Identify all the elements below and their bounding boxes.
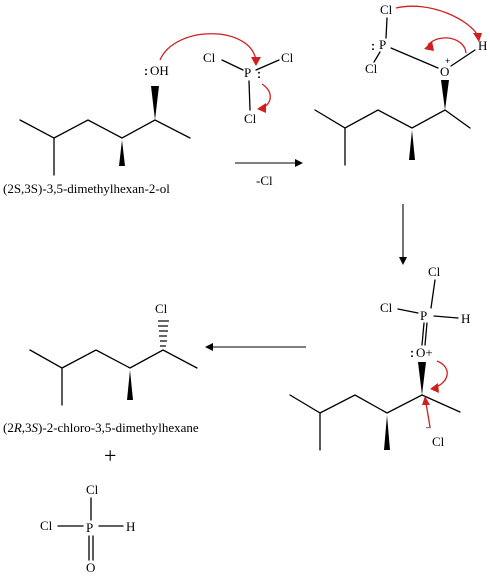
arrow-p-cl-head bbox=[257, 103, 266, 113]
p-cl-bond-b bbox=[255, 59, 280, 71]
plus-sign: + bbox=[104, 443, 116, 468]
p-cl-bond-c bbox=[248, 80, 251, 111]
phosphonic-dichloride: Cl Cl P H O bbox=[40, 482, 135, 575]
pcl3-molecule: Cl P : Cl Cl bbox=[203, 50, 294, 126]
int2-o-plus: O+ bbox=[416, 345, 433, 360]
arrow-p-cl-to-cl bbox=[261, 83, 271, 109]
byprod-o: O bbox=[86, 560, 95, 575]
int1-cl-top: Cl bbox=[380, 2, 393, 17]
wedge-methyl-2 bbox=[409, 130, 415, 160]
wedge-o-2 bbox=[441, 80, 449, 110]
reaction-arrow-2 bbox=[399, 204, 407, 265]
wedge-methyl-1 bbox=[119, 140, 125, 166]
reactant-name: (2S,3S)-3,5-dimethylhexan-2-ol bbox=[3, 181, 170, 196]
product-cl: Cl bbox=[155, 301, 168, 316]
arrow-o-to-p bbox=[159, 33, 257, 61]
arrow-o-to-p-head bbox=[251, 57, 261, 66]
chloride-charge: – bbox=[426, 422, 431, 432]
lone-pair-oh: : bbox=[144, 64, 148, 78]
p-cl-bond-a bbox=[221, 59, 244, 71]
pcl3-cl-bottom: Cl bbox=[244, 111, 257, 126]
chloride-product: Cl bbox=[29, 301, 198, 406]
int2-cl-left: Cl bbox=[380, 300, 393, 315]
int1-o: O bbox=[440, 64, 449, 79]
int1-p: P bbox=[379, 37, 386, 52]
chloride-ion: Cl bbox=[432, 434, 445, 449]
electron-arrows-step2 bbox=[395, 5, 482, 54]
phosphite-intermediate: Cl Cl P H : O+ Cl – bbox=[289, 264, 470, 451]
wedge-oh-1 bbox=[151, 86, 159, 120]
chain-bonds-1 bbox=[53, 119, 191, 139]
byprod-h: H bbox=[126, 519, 135, 534]
pcl3-p: P bbox=[244, 65, 251, 80]
hashed-bond-cl bbox=[158, 320, 169, 347]
pcl3-cl-left: Cl bbox=[203, 50, 216, 65]
byprod-cl-top: Cl bbox=[86, 482, 99, 497]
product-name: (2R,3S)-2-chloro-3,5-dimethylhexane bbox=[3, 420, 199, 435]
int2-h: H bbox=[461, 311, 470, 326]
int1-cl-left: Cl bbox=[365, 61, 378, 76]
electron-arrows-step1 bbox=[159, 33, 271, 113]
byprod-cl-left: Cl bbox=[40, 518, 53, 533]
alcohol-molecule: : OH bbox=[19, 63, 191, 176]
reaction-arrow-1: -Cl bbox=[235, 159, 303, 188]
step-label: -Cl bbox=[256, 173, 273, 188]
pcl3-cl-right: Cl bbox=[281, 50, 294, 65]
int2-o-lone-pair: : bbox=[410, 346, 414, 360]
wedge-o-3 bbox=[418, 362, 426, 395]
pcl3-lone-pair: : bbox=[257, 67, 261, 81]
electron-arrows-step3 bbox=[422, 360, 448, 428]
wedge-methyl-4 bbox=[127, 370, 133, 400]
wedge-methyl-3 bbox=[384, 415, 390, 450]
int1-p-lone-pair: : bbox=[371, 39, 375, 53]
isopropyl-bonds-1 bbox=[19, 119, 55, 176]
oxonium-intermediate: Cl P : Cl O + H bbox=[314, 2, 487, 166]
reaction-arrow-3 bbox=[205, 343, 306, 351]
int2-p: P bbox=[420, 308, 427, 323]
hydroxyl-label: OH bbox=[150, 63, 169, 78]
byprod-p: P bbox=[86, 520, 93, 535]
int1-o-plus: + bbox=[445, 56, 450, 66]
int2-cl-top: Cl bbox=[428, 264, 441, 279]
int1-h: H bbox=[478, 38, 487, 53]
